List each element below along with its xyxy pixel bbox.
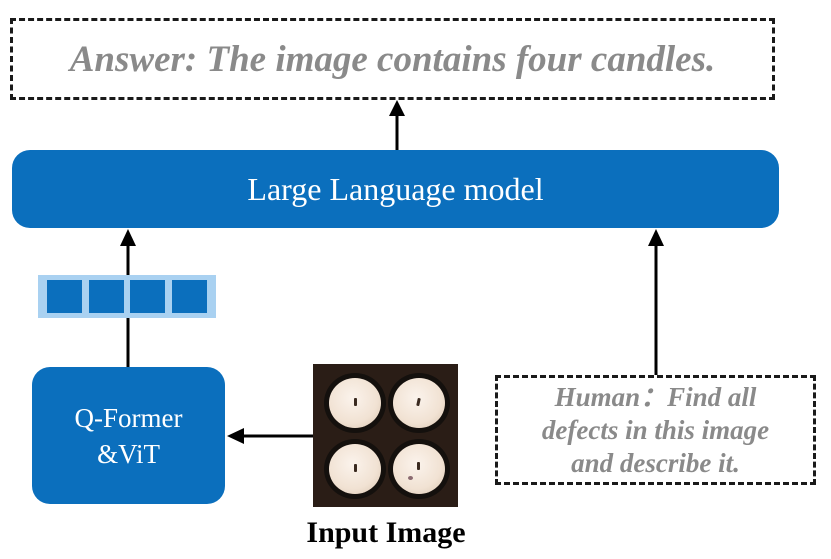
encoder-block: Q-Former &ViT [32,367,225,504]
image-to-encoder-arrowhead [227,428,244,444]
candle-wick [417,462,420,470]
encoder-label-line1: Q-Former [74,402,183,433]
query-token [88,280,124,313]
llm-block: Large Language model [12,150,779,228]
query-token [171,280,207,313]
encoder-to-llm-arrowhead [120,229,136,246]
candle-wick [354,464,357,472]
answer-text: Answer: The image contains four candles. [69,38,716,80]
human-prompt-line3: and describe it. [571,447,740,478]
input-image-label: Input Image [306,516,466,549]
candle-wick [354,398,357,406]
human-prompt-line2: defects in this image [541,414,770,445]
human-to-llm-arrowhead [648,229,664,246]
query-token [47,280,83,313]
encoder-label-line2: &ViT [97,438,160,469]
query-token [130,280,166,313]
input-image-candles [313,364,458,507]
llm-to-answer-arrowhead [389,100,405,116]
human-prompt-box: Human：Find all defects in this image and… [495,375,816,485]
human-prompt-line1: Human：Find all [554,381,757,412]
llm-label: Large Language model [247,170,544,207]
query-token-strip [38,275,216,318]
answer-box: Answer: The image contains four candles. [10,18,775,100]
candle-defect-spot [408,476,413,480]
